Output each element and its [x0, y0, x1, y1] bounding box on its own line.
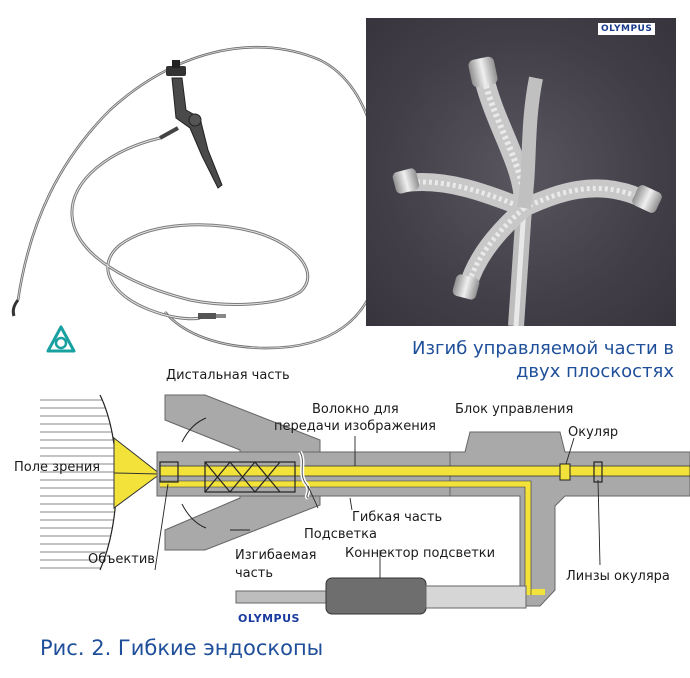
label-bendable-1: Изгибаемая	[235, 548, 317, 563]
photo-caption: Изгиб управляемой части в двух плоскостя…	[412, 337, 674, 383]
endoscope-illustration	[11, 45, 380, 350]
bending-tip-drawing	[392, 56, 662, 327]
label-field: Поле зрения	[14, 460, 101, 475]
eyepiece-lens	[559, 463, 571, 481]
label-eyepiece: Окуляр	[568, 425, 619, 440]
label-eyepiece-lenses: Линзы окуляра	[566, 569, 670, 584]
brand-logo-diagram: OLYMPUS	[238, 612, 300, 625]
label-illumination: Подсветка	[304, 527, 377, 542]
endoscope-schematic	[40, 394, 690, 615]
photo-caption-line-1: Изгиб управляемой части в	[412, 338, 674, 359]
label-connector: Коннектор подсветки	[345, 546, 496, 561]
figure-caption: Рис. 2. Гибкие эндоскопы	[40, 636, 324, 660]
label-control: Блок управления	[455, 402, 574, 417]
tissue-wall	[40, 395, 117, 570]
label-fiber-1: Волокно для	[312, 402, 399, 417]
light-connector-pin	[235, 590, 327, 604]
label-distal: Дистальная часть	[166, 368, 290, 383]
light-connector	[325, 577, 427, 615]
label-flexible: Гибкая часть	[352, 510, 443, 525]
photo-caption-line-2: двух плоскостях	[515, 361, 674, 382]
image-fiber	[159, 465, 690, 477]
brand-logo: OLYMPUS	[598, 23, 656, 35]
label-fiber-2: передачи изображения	[274, 419, 436, 434]
label-objective: Объектив	[88, 552, 155, 567]
triangle-logo-icon	[46, 325, 76, 353]
label-bendable-2: часть	[235, 566, 274, 581]
bending-links	[204, 461, 296, 493]
bending-tip-photo	[366, 18, 676, 327]
objective-lens	[159, 461, 179, 483]
